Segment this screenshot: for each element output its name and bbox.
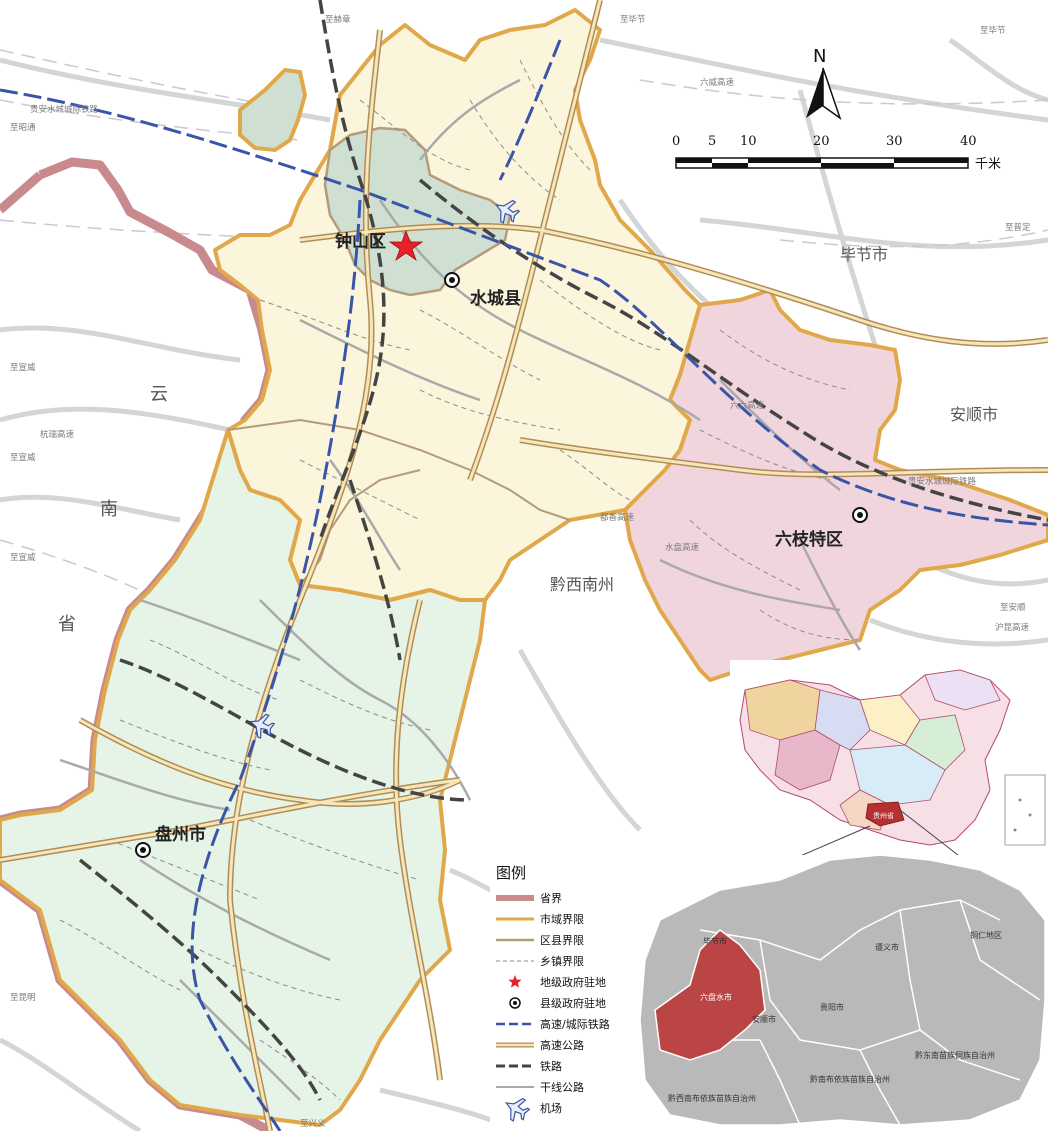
guizhou-inset: 六盘水市 毕节市 遵义市 铜仁地区 贵阳市 安顺市 黔东南苗族侗族自治州 黔南布… <box>636 854 1048 1131</box>
county-seat-dot <box>852 507 868 523</box>
legend-item: 地级政府驻地 <box>508 975 606 989</box>
svg-text:安顺市: 安顺市 <box>752 1014 776 1024</box>
legend-item: 省界 <box>496 892 562 905</box>
north-arrow: N <box>806 46 842 120</box>
road-label: 至昆明 <box>10 993 36 1003</box>
road-label: 贵安水城城际铁路 <box>30 104 99 115</box>
legend-label: 区县界限 <box>540 934 584 947</box>
road-label: 贵安水城城际铁路 <box>908 476 977 487</box>
scale-bar: 0 5 10 20 30 40 千米 <box>672 134 1001 172</box>
legend: 图例 省界市域界限区县界限乡镇界限地级政府驻地县级政府驻地高速/城际铁路高速公路… <box>490 855 640 1131</box>
railways <box>78 0 1048 1101</box>
legend-label: 干线公路 <box>540 1080 584 1094</box>
road-label: 杭瑞高速 <box>40 429 75 440</box>
svg-text:5: 5 <box>708 134 716 149</box>
legend-label: 铁路 <box>540 1060 562 1073</box>
inset-guizhou-label: 贵州省 <box>873 811 894 820</box>
svg-text:黔南布依族苗族自治州: 黔南布依族苗族自治州 <box>810 1074 890 1084</box>
legend-item: 县级政府驻地 <box>509 996 606 1010</box>
road-label: 至毕节 <box>980 25 1006 36</box>
star-symbol <box>508 975 522 988</box>
road-label: 至宣威 <box>10 552 36 563</box>
legend-item: 高速公路 <box>496 1038 584 1052</box>
label-panzhou: 盘州市 <box>155 824 206 845</box>
inset-label-liupanshui: 六盘水市 <box>700 992 732 1002</box>
svg-text:铜仁地区: 铜仁地区 <box>970 930 1002 940</box>
road-label: 至兴义 <box>300 1119 326 1129</box>
region-exclave <box>238 67 308 153</box>
legend-label: 县级政府驻地 <box>540 996 606 1010</box>
county-seat-dot <box>135 842 151 858</box>
legend-label: 高速公路 <box>540 1038 584 1052</box>
svg-text:20: 20 <box>813 134 830 149</box>
label-bijie: 毕节市 <box>840 245 888 264</box>
svg-text:0: 0 <box>672 134 680 149</box>
road-label: 都香高速 <box>600 512 635 523</box>
road-label: 水盘高速 <box>665 542 700 553</box>
road-label: 至昭通 <box>10 122 36 133</box>
town-borders <box>59 59 861 1101</box>
road-label: 六六高速 <box>730 400 765 411</box>
legend-label: 地级政府驻地 <box>540 975 606 989</box>
label-nan: 南 <box>100 499 118 520</box>
label-zhongshan: 钟山区 <box>335 231 386 252</box>
county-seat-dot <box>444 272 460 288</box>
road-label: 沪昆高速 <box>995 622 1030 633</box>
legend-item: 高速/城际铁路 <box>496 1017 610 1031</box>
legend-label: 省界 <box>540 892 562 905</box>
prefecture-seat-star <box>388 229 424 262</box>
svg-text:黔西南布依族苗族自治州: 黔西南布依族苗族自治州 <box>668 1093 756 1103</box>
road-label: 六威高速 <box>700 77 735 88</box>
road-label: 至宣威 <box>10 362 36 373</box>
svg-text:毕节市: 毕节市 <box>703 936 727 946</box>
svg-text:10: 10 <box>740 134 757 149</box>
legend-item: 铁路 <box>496 1060 562 1073</box>
legend-item: 市域界限 <box>496 912 584 926</box>
legend-item: 机场 <box>499 1092 562 1126</box>
label-shuicheng: 水城县 <box>470 288 521 309</box>
legend-item: 干线公路 <box>496 1080 584 1094</box>
legend-label: 市域界限 <box>540 912 584 926</box>
label-sheng: 省 <box>58 614 76 635</box>
road-label: 至普定 <box>1005 222 1031 233</box>
legend-item: 区县界限 <box>496 934 584 947</box>
legend-title: 图例 <box>496 864 526 882</box>
svg-text:黔东南苗族侗族自治州: 黔东南苗族侗族自治州 <box>915 1050 995 1060</box>
legend-item: 乡镇界限 <box>496 954 584 968</box>
svg-text:遵义市: 遵义市 <box>875 942 899 952</box>
road-label: 至赫章 <box>325 14 351 25</box>
hsr <box>0 39 1048 1131</box>
region-liuzhi <box>623 288 1048 682</box>
label-anshun: 安顺市 <box>950 405 998 424</box>
dot-symbol <box>509 997 521 1009</box>
legend-label: 高速/城际铁路 <box>540 1017 610 1031</box>
road-label: 至毕节 <box>620 14 646 25</box>
china-inset: 贵州省 <box>730 660 1048 860</box>
svg-text:30: 30 <box>886 134 903 149</box>
road-label: 至宣威 <box>10 452 36 463</box>
legend-label: 机场 <box>540 1101 562 1115</box>
svg-text:贵阳市: 贵阳市 <box>820 1002 844 1012</box>
guizhou-inset-highlight <box>654 929 766 1061</box>
svg-text:千米: 千米 <box>975 157 1001 172</box>
svg-text:N: N <box>813 46 826 67</box>
svg-text:40: 40 <box>960 134 977 149</box>
label-yun: 云 <box>150 384 168 405</box>
road-label: 至安顺 <box>1000 602 1026 613</box>
label-qianxinan: 黔西南州 <box>550 575 614 594</box>
label-liuzhi: 六枝特区 <box>775 529 843 550</box>
legend-label: 乡镇界限 <box>540 954 584 968</box>
